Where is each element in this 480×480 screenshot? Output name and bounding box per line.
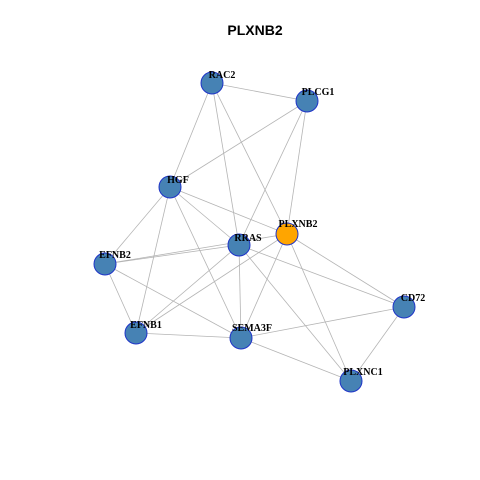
- node-label-rras: RRAS: [234, 233, 262, 244]
- edge-rras-sema3f: [238, 244, 242, 339]
- edge-hgf-rras: [169, 186, 240, 246]
- edge-rac2-plxnb2: [211, 82, 288, 235]
- node-circle-efnb1: [124, 321, 148, 345]
- edge-rras-efnb1: [135, 244, 240, 334]
- edge-hgf-sema3f: [169, 186, 242, 339]
- edge-plxnb2-efnb2: [104, 233, 288, 265]
- node-label-hgf: HGF: [167, 175, 189, 186]
- edge-layer: [104, 82, 405, 382]
- edge-rac2-rras: [211, 82, 240, 246]
- edge-rras-cd72: [238, 244, 405, 308]
- node-circle-cd72: [392, 295, 416, 319]
- edge-sema3f-plxnc1: [240, 337, 352, 382]
- node-circle-sema3f: [229, 326, 253, 350]
- graph-title: PLXNB2: [227, 22, 282, 38]
- node-plxnb2: PLXNB2: [275, 219, 318, 246]
- edge-rras-plxnc1: [238, 244, 352, 382]
- edge-plxnb2-plxnc1: [286, 233, 352, 382]
- edge-hgf-efnb2: [104, 186, 171, 265]
- node-circle-hgf: [158, 175, 182, 199]
- edge-efnb1-sema3f: [135, 332, 242, 339]
- node-label-cd72: CD72: [401, 293, 425, 304]
- node-plxnc1: PLXNC1: [339, 367, 383, 393]
- node-circle-efnb2: [93, 252, 117, 276]
- edge-plcg1-hgf: [169, 100, 308, 188]
- edge-plxnb2-cd72: [286, 233, 405, 308]
- node-circle-plxnb2: [275, 222, 299, 246]
- edge-hgf-efnb1: [135, 186, 171, 334]
- node-plcg1: PLCG1: [295, 87, 335, 113]
- node-circle-rac2: [200, 71, 224, 95]
- edge-rac2-plcg1: [211, 82, 308, 102]
- edge-plcg1-rras: [238, 100, 308, 246]
- edge-plxnb2-sema3f: [240, 233, 288, 339]
- edge-plxnb2-efnb1: [135, 233, 288, 334]
- node-label-plxnc1: PLXNC1: [343, 367, 382, 378]
- node-rras: RRAS: [227, 233, 262, 257]
- node-circle-plxnc1: [339, 369, 363, 393]
- edge-hgf-plxnb2: [169, 186, 288, 235]
- node-label-efnb2: EFNB2: [99, 250, 131, 261]
- edge-rac2-hgf: [169, 82, 213, 188]
- edge-cd72-plxnc1: [350, 306, 405, 382]
- node-label-efnb1: EFNB1: [130, 320, 162, 331]
- edge-rras-efnb2: [104, 244, 240, 265]
- node-label-plcg1: PLCG1: [302, 87, 335, 98]
- node-hgf: HGF: [158, 175, 189, 199]
- node-circle-plcg1: [295, 89, 319, 113]
- edge-efnb2-sema3f: [104, 263, 242, 339]
- edge-plcg1-plxnb2: [286, 100, 308, 235]
- edge-efnb2-efnb1: [104, 263, 137, 334]
- node-cd72: CD72: [392, 293, 425, 319]
- node-label-rac2: RAC2: [209, 70, 236, 81]
- node-label-sema3f: SEMA3F: [232, 323, 272, 334]
- node-circle-rras: [227, 233, 251, 257]
- edge-sema3f-cd72: [240, 306, 405, 339]
- node-sema3f: SEMA3F: [229, 323, 272, 350]
- node-efnb2: EFNB2: [93, 250, 131, 276]
- node-label-plxnb2: PLXNB2: [279, 219, 318, 230]
- node-efnb1: EFNB1: [124, 320, 162, 345]
- node-rac2: RAC2: [200, 70, 236, 95]
